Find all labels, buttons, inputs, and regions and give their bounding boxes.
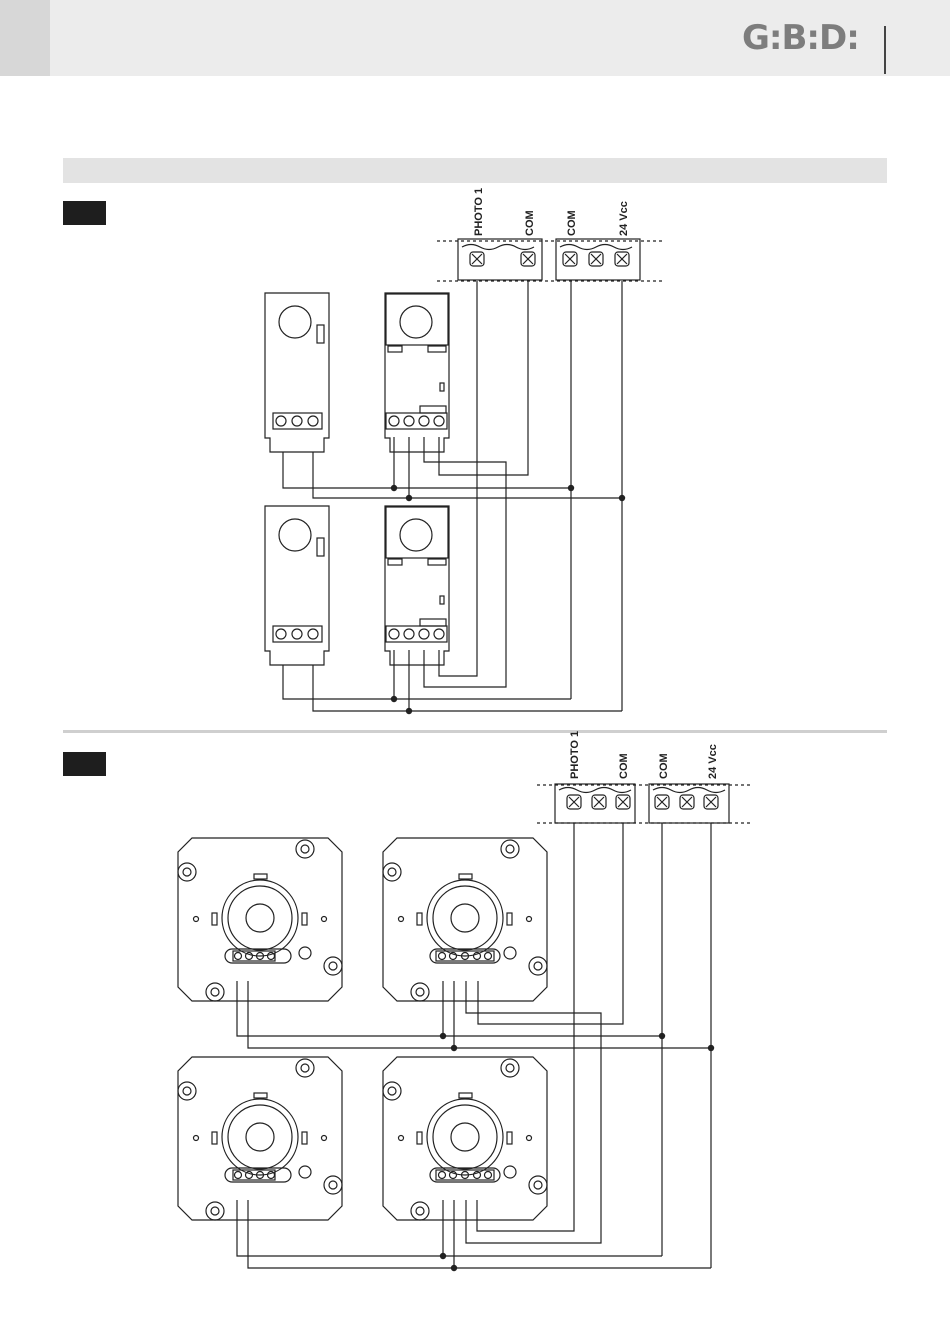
diagram-1-control-terminal-block: PHOTO 1 COM COM 24 Vcc <box>437 188 662 281</box>
label-com-a: COM <box>524 210 536 236</box>
photocell-transmitter-1 <box>265 293 329 452</box>
terminal-screw-icon <box>470 252 484 266</box>
photocell-transmitter-2 <box>265 506 329 665</box>
diagram-2-control-terminal-block: PHOTO 1 COM COM 24 Vcc <box>537 731 750 823</box>
terminal-screw-icon <box>521 252 535 266</box>
terminal-screw-icon <box>567 795 581 809</box>
diagram-2-wiring <box>237 823 714 1271</box>
terminal-screw-icon <box>592 795 606 809</box>
column-photocell-receiver-1 <box>383 838 547 1001</box>
label-com-b: COM <box>658 753 670 779</box>
terminal-screw-icon <box>704 795 718 809</box>
label-photo-1: PHOTO 1 <box>569 731 581 779</box>
column-photocell-receiver-2 <box>383 1057 547 1220</box>
column-photocell-transmitter-2 <box>178 1057 342 1220</box>
label-photo-1: PHOTO 1 <box>473 188 485 236</box>
label-com-b: COM <box>566 210 578 236</box>
photocell-receiver-2 <box>385 506 449 665</box>
terminal-screw-icon <box>615 252 629 266</box>
photocell-receiver-1 <box>385 293 449 452</box>
terminal-screw-icon <box>680 795 694 809</box>
diagram-1-wiring <box>283 281 625 714</box>
terminal-screw-icon <box>563 252 577 266</box>
terminal-screw-icon <box>616 795 630 809</box>
terminal-screw-icon <box>589 252 603 266</box>
column-photocell-transmitter-1 <box>178 838 342 1001</box>
label-24vcc: 24 Vcc <box>707 744 719 779</box>
label-com-a: COM <box>618 753 630 779</box>
terminal-screw-icon <box>655 795 669 809</box>
label-24vcc: 24 Vcc <box>618 201 630 236</box>
